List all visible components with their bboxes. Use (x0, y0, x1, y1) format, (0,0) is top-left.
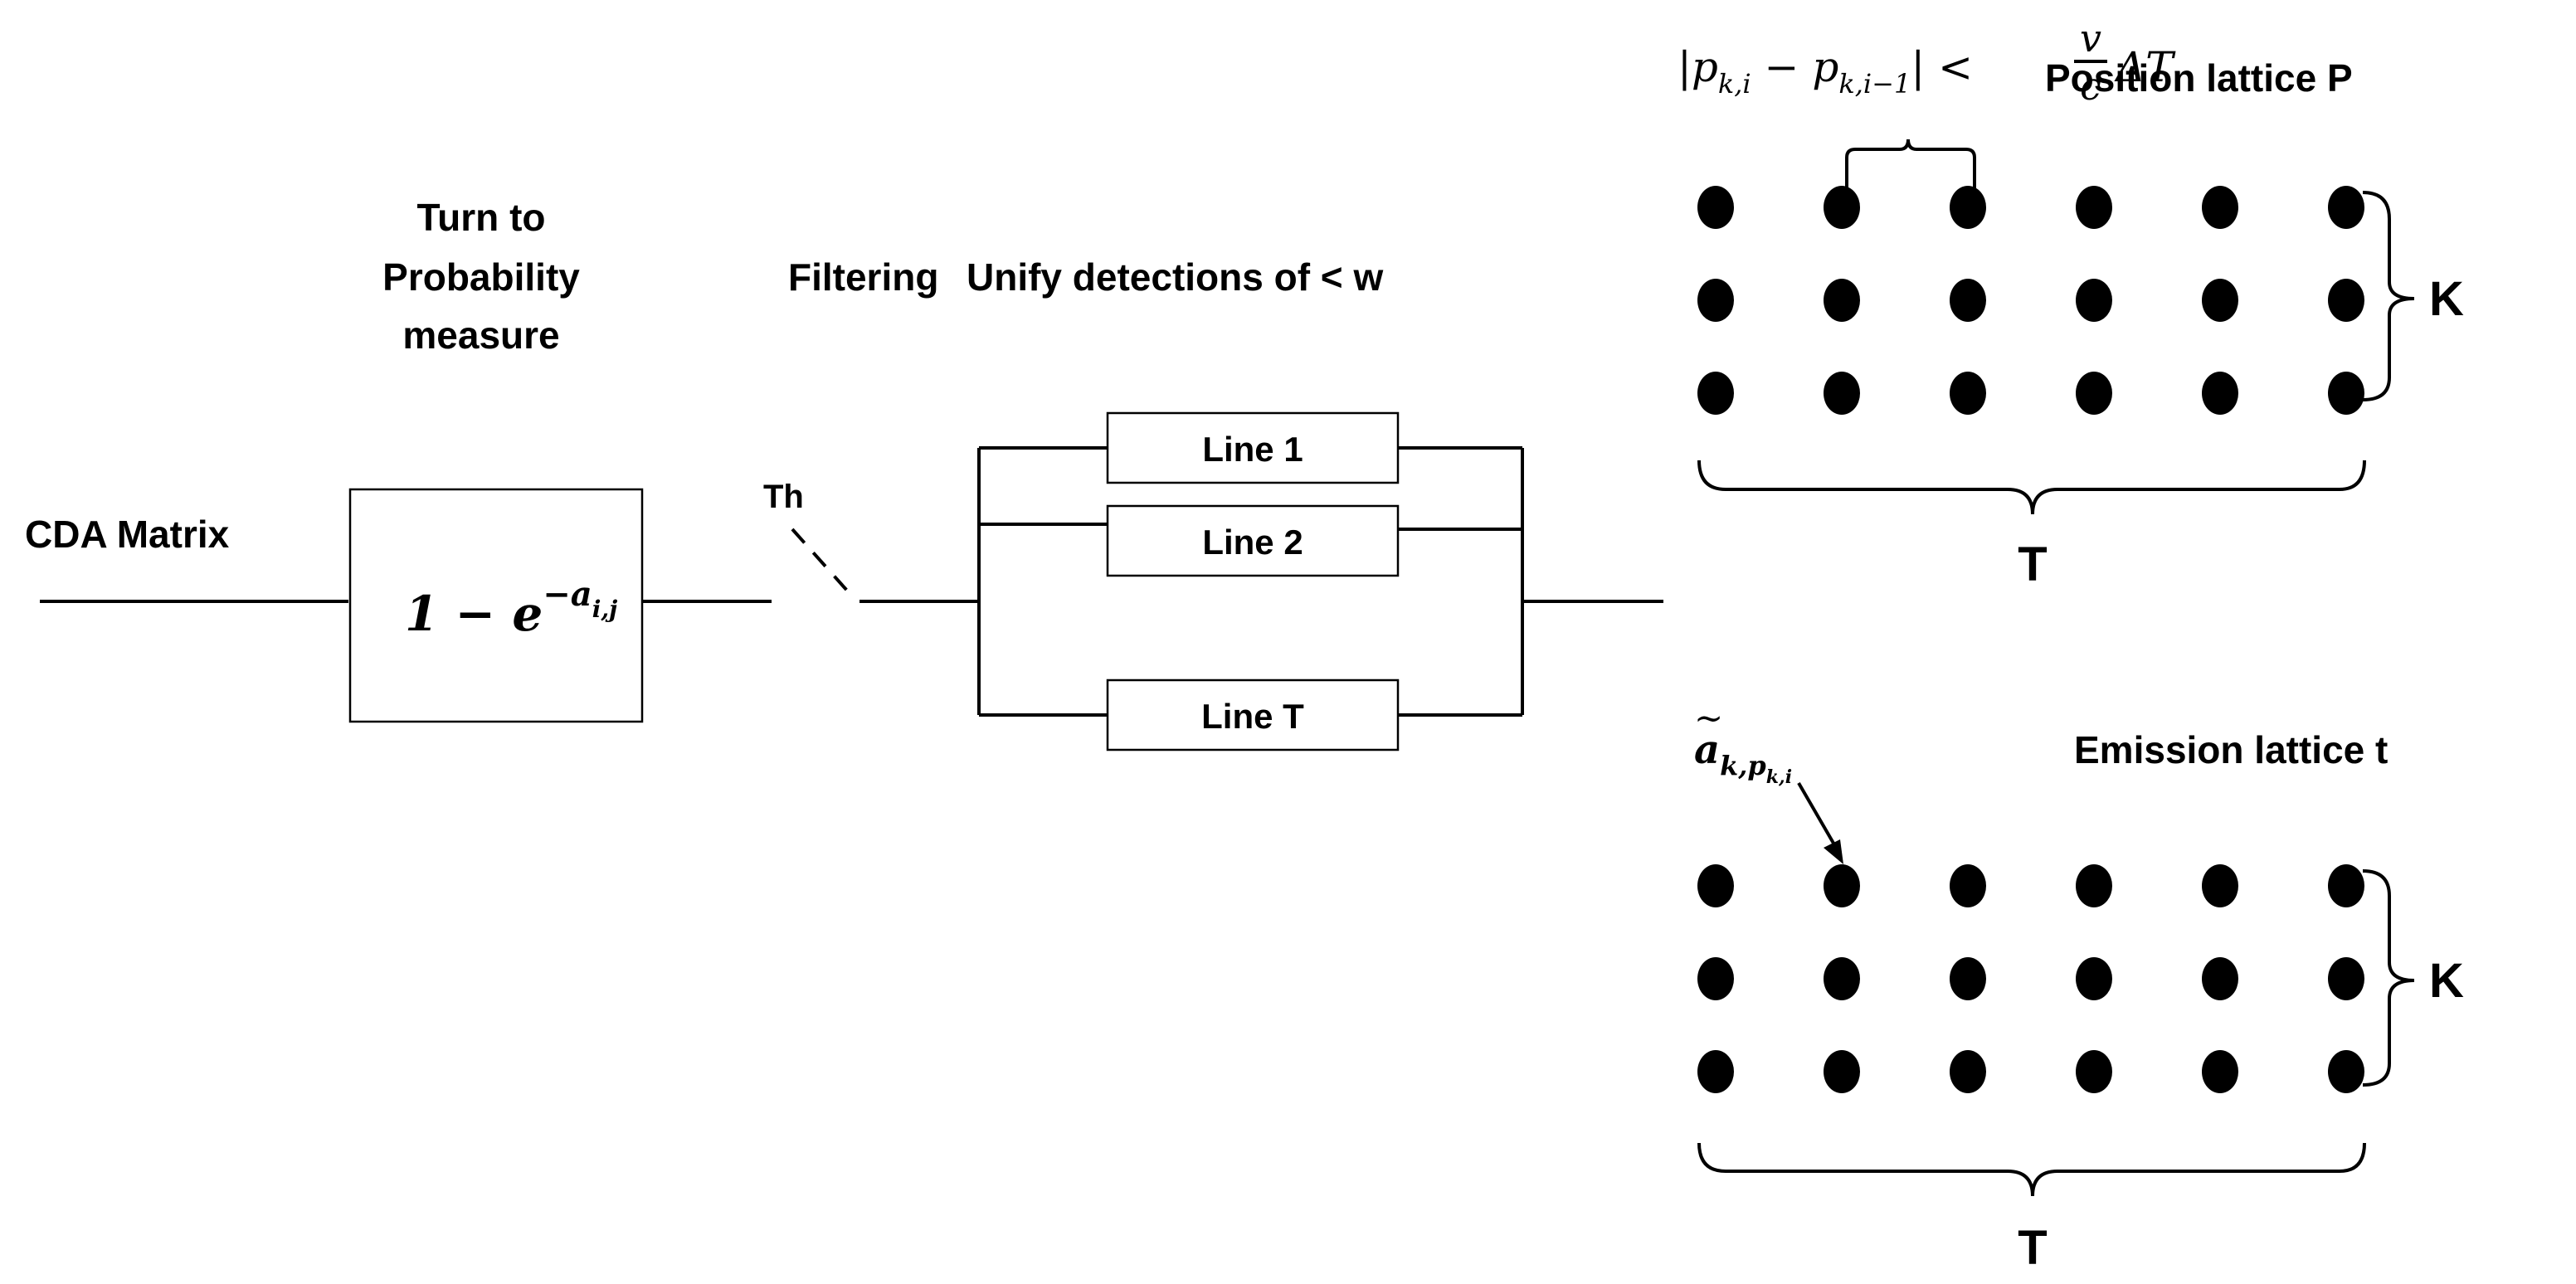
position-dot-r1-c5 (2202, 186, 2238, 229)
lineT-label: Line T (1201, 697, 1304, 736)
constraint-sub2: k,i−1 (1838, 68, 1911, 100)
prob-formula-exp: −a (543, 575, 592, 614)
emission-lattice (1697, 864, 2364, 1093)
line2-box (1106, 504, 1400, 577)
cda-matrix-label: CDA Matrix (25, 513, 230, 556)
svg-text:|pk,i − pk,i−1| <: |pk,i − pk,i−1| < (1678, 43, 1973, 100)
emission-t-brace (1697, 1142, 2366, 1197)
emission-dot-r2-c6 (2328, 957, 2364, 1000)
measure-label: measure (402, 314, 559, 357)
filtering-label: Filtering (788, 255, 938, 299)
emission-base: a (1694, 727, 1720, 773)
constraint-den: c (2080, 64, 2101, 109)
emission-dot-r2-c3 (1950, 957, 1986, 1000)
svg-text:ak,pk,i: ak,pk,i (1694, 727, 1792, 788)
emission-t-label: T (2018, 1221, 2047, 1275)
probability-box (348, 488, 644, 723)
adjacent-brace (1845, 139, 1976, 192)
position-dot-r2-c4 (2076, 279, 2112, 322)
emission-formula: ak,pk,i ~ (1694, 698, 1792, 788)
emission-dot-r3-c1 (1697, 1050, 1734, 1093)
position-dot-r2-c6 (2328, 279, 2364, 322)
emission-k-label: K (2429, 954, 2464, 1008)
emission-dot-r2-c1 (1697, 957, 1734, 1000)
emission-dot-r1-c6 (2328, 864, 2364, 907)
position-k-brace (2362, 191, 2415, 401)
position-dot-r3-c6 (2328, 372, 2364, 415)
constraint-lt: | < (1911, 43, 1973, 91)
line2-label: Line 2 (1202, 523, 1303, 562)
probability-label: Probability (382, 255, 580, 299)
line1-box (1106, 411, 1400, 484)
probability-formula: 1 − e−ai,j (405, 575, 617, 642)
emission-lattice-title: Emission lattice t (2074, 728, 2388, 771)
constraint-num: v (2080, 16, 2101, 61)
position-dot-r3-c1 (1697, 372, 1734, 415)
emission-dot-r1-c3 (1950, 864, 1986, 907)
emission-sub: k,p (1720, 750, 1766, 781)
emission-subsub: k,i (1766, 766, 1792, 788)
position-dot-r3-c3 (1950, 372, 1986, 415)
position-lattice (1697, 186, 2364, 415)
position-dot-r3-c5 (2202, 372, 2238, 415)
position-dot-r1-c6 (2328, 186, 2364, 229)
position-constraint-formula: |pk,i − pk,i−1| < v c ΔT (1678, 16, 2176, 109)
turn-to-label: Turn to (417, 196, 546, 239)
emission-dot-r3-c4 (2076, 1050, 2112, 1093)
emission-dot-r3-c6 (2328, 1050, 2364, 1093)
position-dot-r2-c2 (1824, 279, 1860, 322)
position-lattice-title: Position lattice P (2045, 56, 2353, 100)
emission-dot-r3-c5 (2202, 1050, 2238, 1093)
position-dot-r1-c4 (2076, 186, 2112, 229)
position-dot-r3-c2 (1824, 372, 1860, 415)
position-dot-r2-c3 (1950, 279, 1986, 322)
unify-label: Unify detections of < w (967, 255, 1383, 299)
emission-dot-r1-c2 (1824, 864, 1860, 907)
emission-dot-r2-c4 (2076, 957, 2112, 1000)
position-dot-r2-c1 (1697, 279, 1734, 322)
threshold-label: Th (763, 479, 804, 515)
position-dot-r3-c4 (2076, 372, 2112, 415)
emission-dot-r1-c4 (2076, 864, 2112, 907)
position-dot-r1-c2 (1824, 186, 1860, 229)
svg-text:1 − e−ai,j: 1 − e−ai,j (405, 575, 617, 642)
position-dot-r2-c5 (2202, 279, 2238, 322)
emission-dot-r3-c3 (1950, 1050, 1986, 1093)
position-dot-r1-c1 (1697, 186, 1734, 229)
emission-k-brace (2362, 869, 2415, 1087)
constraint-left: |p (1678, 43, 1718, 91)
constraint-delta: ΔT (2114, 43, 2176, 91)
emission-arrowhead (1824, 839, 1843, 864)
threshold-switch (791, 528, 856, 601)
emission-dot-r1-c5 (2202, 864, 2238, 907)
position-t-brace (1697, 460, 2366, 515)
emission-dot-r3-c2 (1824, 1050, 1860, 1093)
emission-tilde: ~ (1694, 698, 1723, 738)
emission-dot-r1-c1 (1697, 864, 1734, 907)
position-t-label: T (2018, 537, 2047, 591)
emission-dot-r2-c5 (2202, 957, 2238, 1000)
emission-dot-r2-c2 (1824, 957, 1860, 1000)
line1-label: Line 1 (1202, 430, 1303, 469)
emission-pointer-arrow (1797, 781, 1837, 848)
position-k-label: K (2429, 272, 2464, 326)
constraint-sub1: k,i (1718, 68, 1751, 100)
prob-formula-base: 1 − e (405, 586, 543, 642)
constraint-minus: − p (1751, 43, 1839, 91)
position-dot-r1-c3 (1950, 186, 1986, 229)
prob-formula-sub: i,j (592, 596, 618, 623)
